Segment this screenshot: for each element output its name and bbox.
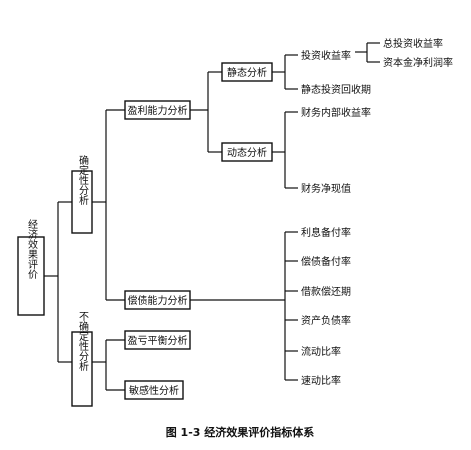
- breakeven-label: 盈亏平衡分析: [128, 334, 188, 347]
- irr-label: 财务内部收益率: [301, 106, 371, 119]
- current-ratio-label: 流动比率: [301, 345, 341, 358]
- root-label: 经济效果评价: [26, 218, 38, 279]
- dynamic-node: 动态分析: [221, 142, 273, 162]
- breakeven-node: 盈亏平衡分析: [124, 330, 191, 350]
- static-label: 静态分析: [227, 66, 267, 79]
- equity-profit-label: 资本金净利润率: [383, 56, 453, 69]
- npv-label: 财务净现值: [301, 182, 351, 195]
- total-return-label: 总投资收益率: [383, 37, 443, 50]
- connector-lines: [44, 42, 380, 391]
- interest-cover-label: 利息备付率: [301, 226, 351, 239]
- payback-label: 静态投资回收期: [301, 83, 371, 96]
- static-node: 静态分析: [221, 62, 273, 82]
- profitability-label: 盈利能力分析: [128, 104, 188, 117]
- figure-caption: 图 1-3 经济效果评价指标体系: [166, 425, 315, 439]
- debt-ratio-label: 资产负债率: [301, 314, 351, 327]
- solvency-node: 偿债能力分析: [124, 290, 191, 310]
- dynamic-label: 动态分析: [227, 146, 267, 159]
- debt-service-label: 偿债备付率: [301, 255, 351, 268]
- roi-label: 投资收益率: [301, 49, 351, 62]
- solvency-label: 偿债能力分析: [128, 294, 188, 307]
- sensitivity-label: 敏感性分析: [129, 384, 179, 397]
- determinate-label: 确定性分析: [77, 154, 89, 206]
- indeterminate-label: 不确定性分析: [77, 311, 89, 372]
- sensitivity-node: 敏感性分析: [124, 380, 184, 400]
- repayment-label: 借款偿还期: [301, 285, 351, 298]
- determinate-node: 确定性分析: [71, 154, 93, 234]
- root-node: 经济效果评价: [17, 218, 45, 316]
- quick-ratio-label: 速动比率: [301, 374, 341, 387]
- profitability-node: 盈利能力分析: [124, 100, 191, 120]
- indeterminate-node: 不确定性分析: [71, 311, 93, 407]
